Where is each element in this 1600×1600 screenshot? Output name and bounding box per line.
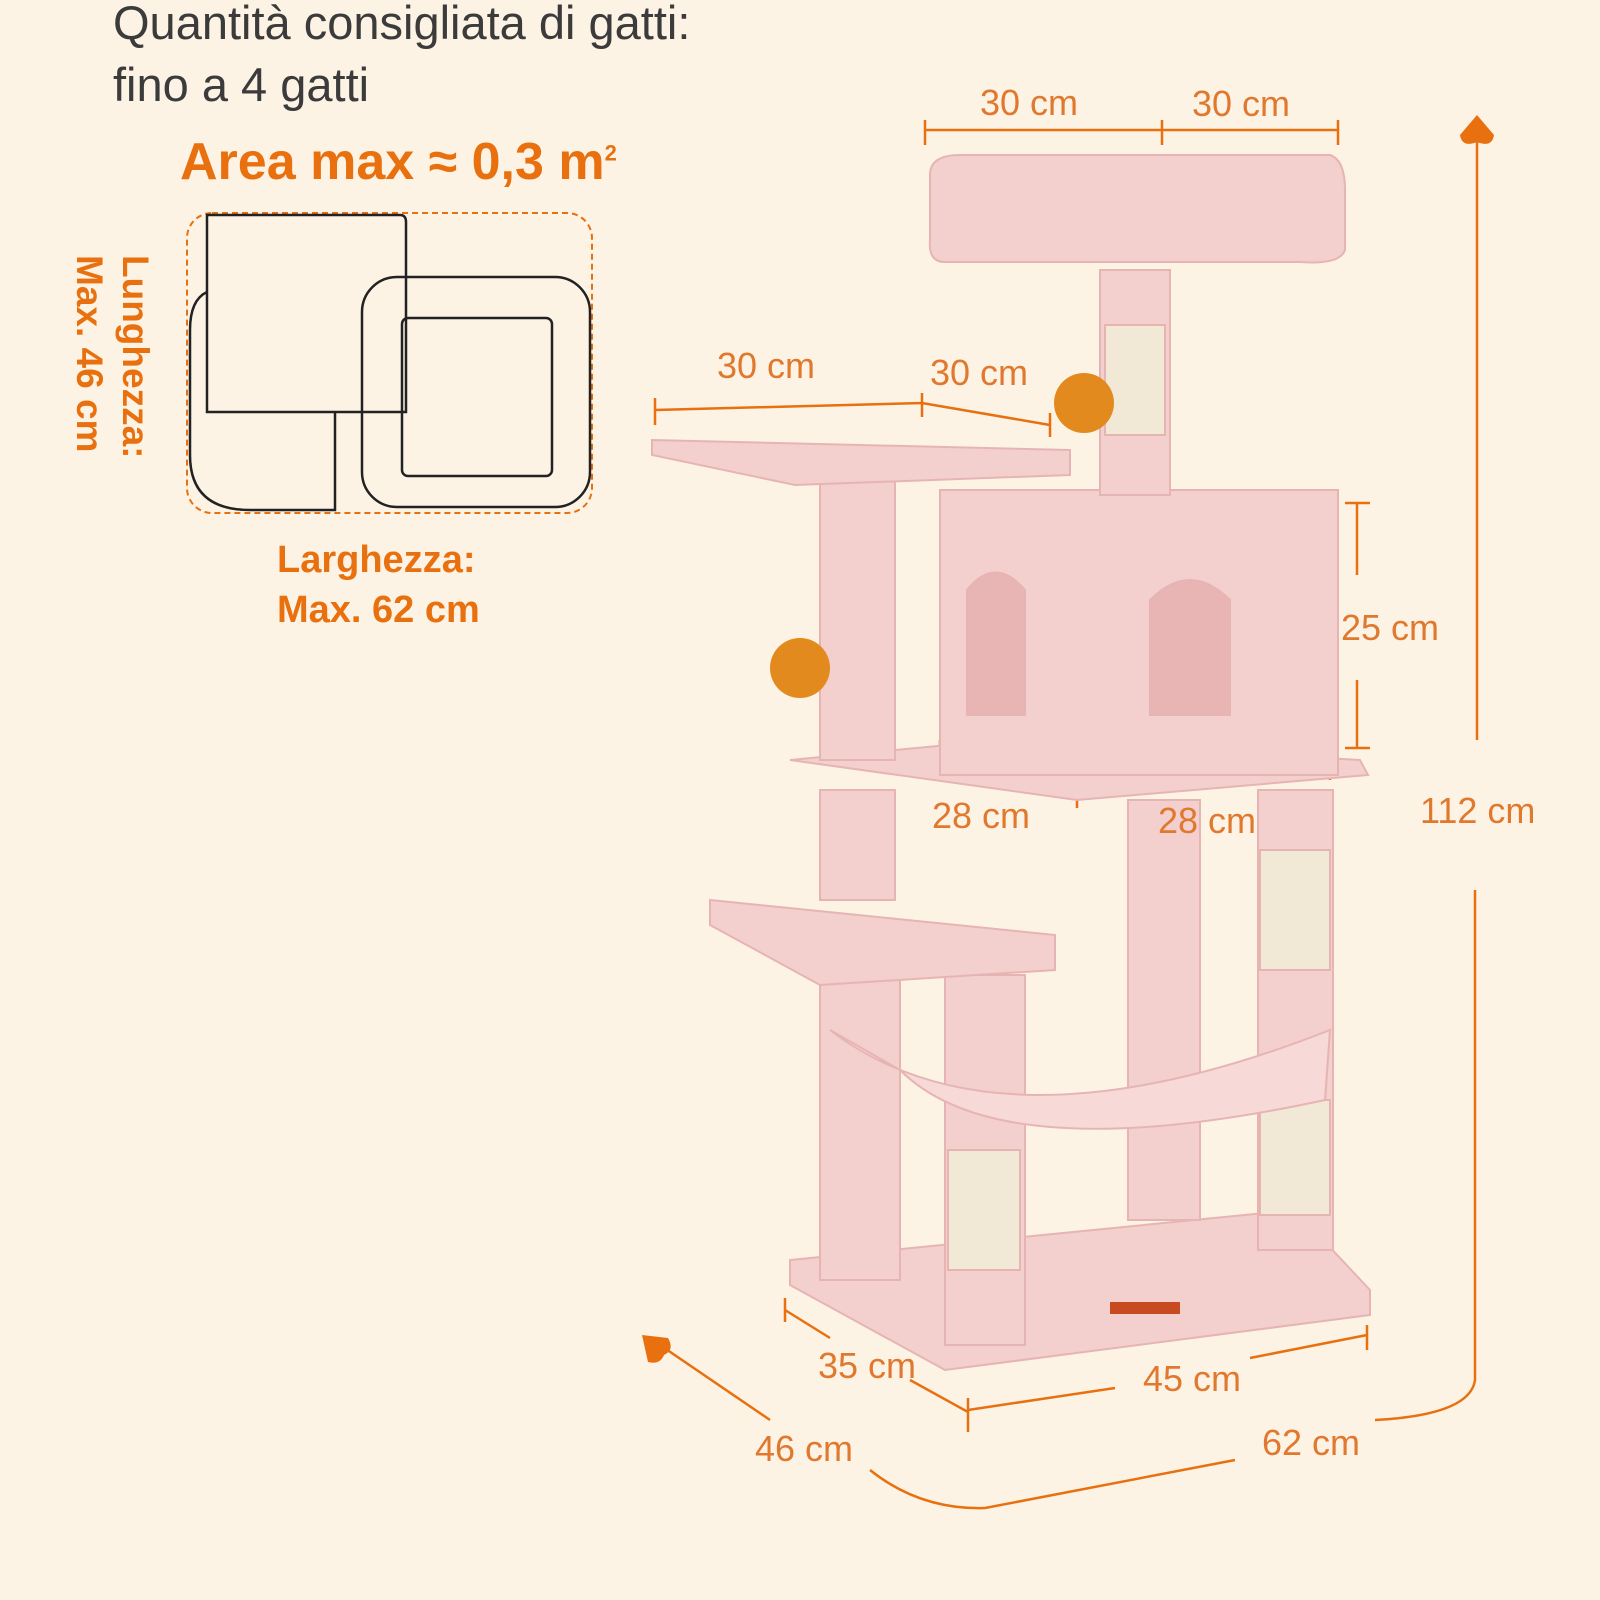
dim-condo-right: 28 cm (1158, 800, 1257, 841)
area-value: Area max ≈ 0,3 (180, 133, 544, 191)
dim-footprint-width: 62 cm (1262, 1422, 1361, 1463)
length-line2: Max. 46 cm (69, 255, 110, 453)
cat-tree (651, 154, 1371, 1372)
dim-base-width: 45 cm (1143, 1358, 1242, 1399)
dim-condo-left: 28 cm (932, 795, 1031, 836)
pompom-toy (770, 638, 830, 698)
dim-platform-left: 30 cm (717, 345, 816, 386)
cat-capacity-text: Quantità consigliata di gatti: fino a 4 g… (113, 0, 690, 116)
area-max-label: Area max ≈ 0,3 m2 (180, 132, 617, 192)
arrow-left-icon (642, 1335, 671, 1363)
area-unit: m (558, 133, 605, 191)
pompom-toy (1054, 373, 1114, 433)
width-label: Larghezza: Max. 62 cm (277, 535, 480, 635)
dim-footprint-depth: 46 cm (755, 1428, 854, 1469)
length-label: Lunghezza:Max. 46 cm (66, 255, 158, 458)
dim-condo-height: 25 cm (1341, 607, 1440, 648)
dim-total-height: 112 cm (1420, 790, 1536, 831)
width-line1: Larghezza: (277, 539, 476, 581)
capacity-line1: Quantità consigliata di gatti: (113, 0, 691, 49)
capacity-line2: fino a 4 gatti (113, 58, 370, 111)
dim-base-depth: 35 cm (818, 1345, 917, 1386)
brand-logo (1110, 1302, 1180, 1314)
area-unit-sup: 2 (604, 140, 617, 166)
length-line1: Lunghezza: (115, 255, 156, 459)
dimension-lines (653, 120, 1479, 1510)
dim-platform-right: 30 cm (930, 352, 1029, 393)
footprint-diagram (186, 212, 593, 514)
dim-top-left: 30 cm (980, 82, 1079, 123)
width-line2: Max. 62 cm (277, 589, 480, 631)
dim-top-right: 30 cm (1192, 83, 1291, 124)
arrow-up-icon (1460, 115, 1494, 144)
